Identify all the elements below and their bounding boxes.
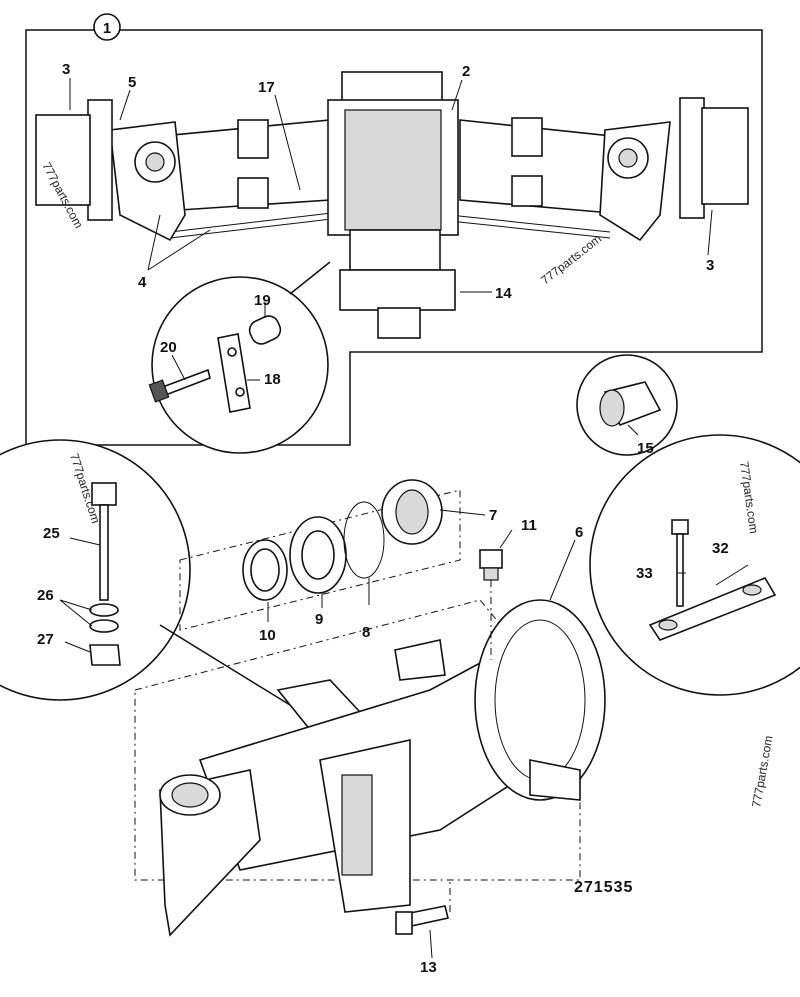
callout-32: 32: [712, 540, 729, 557]
callout-25: 25: [43, 525, 60, 542]
leader-lines: [59, 78, 749, 959]
callout-3-left: 3: [62, 61, 70, 78]
detail-bolt-set: [0, 439, 291, 706]
group-label: 1: [103, 20, 111, 37]
watermark: 777parts.com: [749, 734, 775, 808]
callout-17: 17: [258, 79, 275, 96]
callout-11: 11: [521, 517, 537, 534]
callout-3-right: 3: [706, 257, 714, 274]
drawing-reference-number: 271535: [574, 879, 633, 896]
callout-10: 10: [259, 627, 276, 644]
callout-14: 14: [495, 285, 512, 302]
complete-axle-assembly: [35, 71, 749, 339]
callout-19: 19: [254, 292, 271, 309]
callout-9: 9: [315, 611, 323, 628]
axle-trunnion-casting: [134, 549, 606, 937]
callout-4: 4: [138, 274, 147, 291]
callout-20: 20: [160, 339, 177, 356]
callout-numbers: 3 5 2 17 4 14 3 19 20 18 15 7 11 6 8 9 1…: [37, 61, 729, 976]
exploded-bearing-set: [179, 479, 461, 631]
callout-6: 6: [575, 524, 583, 541]
detail-pivot-plate: [589, 434, 800, 696]
callout-33: 33: [636, 565, 653, 582]
callout-8: 8: [362, 624, 370, 641]
callout-26: 26: [37, 587, 54, 604]
detail-link-plate: [148, 261, 331, 454]
watermark: 777parts.com: [538, 232, 604, 288]
group-label-badge: 1: [93, 13, 121, 41]
callout-5: 5: [128, 74, 136, 91]
callout-18: 18: [264, 371, 281, 388]
callout-13: 13: [420, 959, 437, 976]
callout-15: 15: [637, 440, 654, 457]
callout-2: 2: [462, 63, 470, 80]
callout-7: 7: [489, 507, 497, 524]
detail-bearing-sleeve: [576, 354, 678, 456]
callout-27: 27: [37, 631, 54, 648]
